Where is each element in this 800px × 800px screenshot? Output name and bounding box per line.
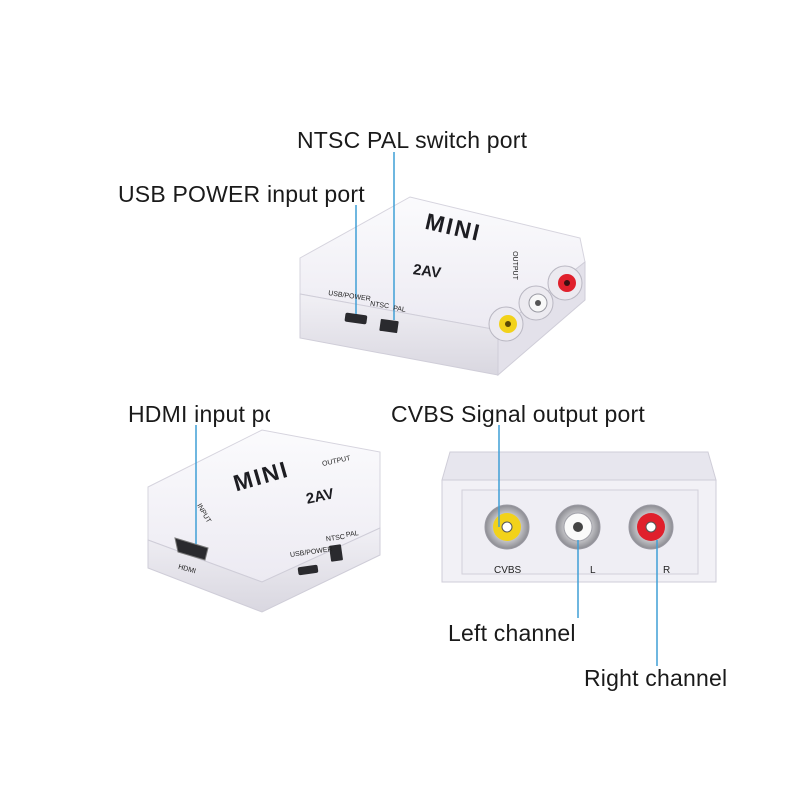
rca-left-pin [573, 522, 583, 532]
label-ntsc-pal-switch-port: NTSC PAL switch port [297, 127, 528, 153]
ntsc-pal-switch-top [379, 318, 399, 334]
usb-port-top [344, 312, 368, 325]
device-left [147, 429, 381, 613]
device-left-front-face [147, 527, 381, 613]
rca-yellow-top-pin [505, 321, 511, 327]
hdmi-port [174, 537, 209, 561]
device-right [441, 451, 717, 583]
label-hdmi-input-port: HDMI input port [128, 401, 270, 427]
label-usb-power-input-port: USB POWER input port [118, 181, 365, 207]
rca-cvbs-pin [501, 521, 513, 533]
device-right-top-face [441, 451, 717, 481]
rca-red-top-pin [564, 280, 570, 286]
label-left-channel: Left channel [448, 620, 576, 646]
rca-white-top-pin [535, 300, 541, 306]
device-right-right-label: R [663, 565, 671, 576]
usb-port-left [297, 564, 319, 576]
label-right-channel: Right channel [584, 665, 728, 691]
rca-right-pin [645, 521, 657, 533]
leader-lines [195, 152, 658, 666]
device-right-left-label: L [590, 565, 596, 576]
device-top [299, 196, 586, 377]
device-top-output-label: OUTPUT [510, 251, 518, 280]
device-right-cvbs-label: CVBS [494, 565, 522, 576]
label-cvbs-signal-output-port: CVBS Signal output port [391, 401, 645, 427]
ntsc-pal-switch-left [329, 544, 343, 562]
